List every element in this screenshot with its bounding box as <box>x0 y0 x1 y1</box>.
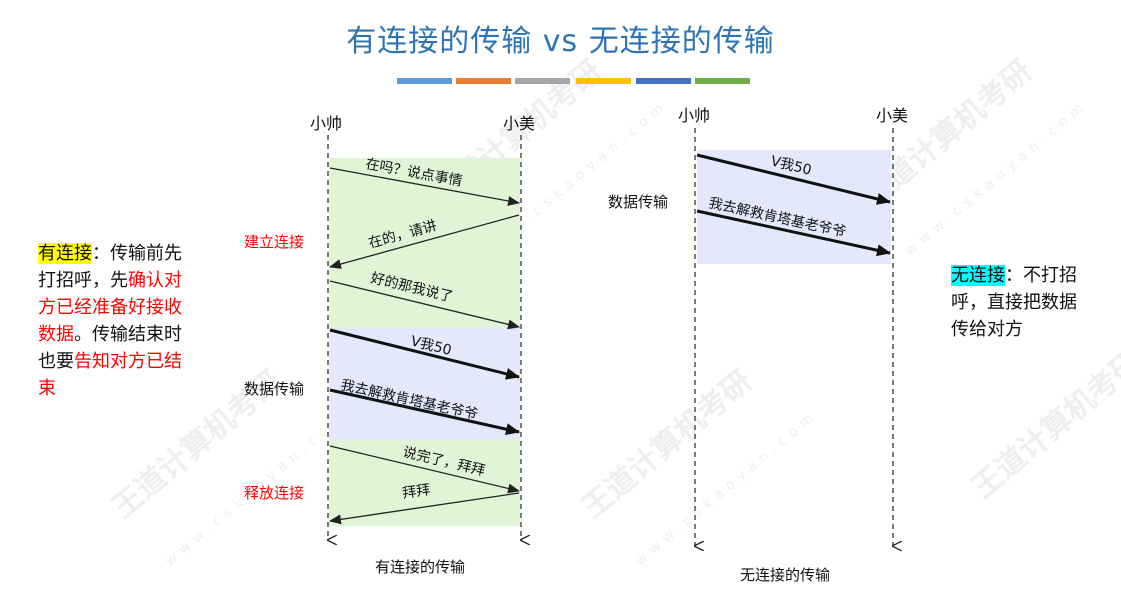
description-text: 传输前先打招呼，先 <box>38 243 182 291</box>
message-arrow <box>696 153 891 205</box>
description-text: 。传输结束时也要 <box>38 324 182 372</box>
connected-caption: 有连接的传输 <box>375 558 466 576</box>
message-arrow <box>329 445 520 494</box>
message-arrow <box>329 214 520 269</box>
message-arrow <box>329 388 520 436</box>
color-bar-segment <box>397 78 452 84</box>
connectionless-heading: 无连接 <box>951 265 1005 286</box>
sender-label: 小帅 <box>310 114 343 133</box>
message-arrow <box>329 167 520 206</box>
color-bar-segment <box>456 78 511 84</box>
heading-colon: ： <box>1005 265 1023 286</box>
description-emphasis: 告知对方已结束 <box>38 351 182 399</box>
message-arrow <box>329 280 520 330</box>
receiver-label: 小美 <box>503 114 536 133</box>
transfer-band <box>329 328 520 440</box>
connectionless-caption: 无连接的传输 <box>740 566 831 584</box>
color-bar-segment <box>695 78 750 84</box>
connected-heading: 有连接 <box>38 243 92 264</box>
page-title: 有连接的传输 vs 无连接的传输 <box>346 24 775 59</box>
connectionless-description: 无连接：不打招呼，直接把数据传给对方 <box>951 262 1091 343</box>
description-text: 不打招呼，直接把数据传给对方 <box>951 265 1077 340</box>
connected-description: 有连接：传输前先打招呼，先确认对方已经准备好接收数据。传输结束时也要告知对方已结… <box>38 240 196 402</box>
color-bar-segment <box>636 78 691 84</box>
description-emphasis: 确认对方已经准备好接收数据 <box>38 270 182 345</box>
receiver-label: 小美 <box>876 106 909 125</box>
heading-colon: ： <box>92 243 110 264</box>
phase-release-label: 释放连接 <box>244 484 305 502</box>
message-arrow <box>329 492 520 525</box>
phase-transfer-label: 数据传输 <box>244 380 305 398</box>
establish-band <box>329 158 520 328</box>
message-arrow <box>696 209 891 257</box>
phase-establish-label: 建立连接 <box>244 233 305 251</box>
message-label: 拜拜 <box>401 482 431 502</box>
sender-label: 小帅 <box>678 106 711 125</box>
color-bar-segment <box>576 78 631 84</box>
message-arrow <box>329 328 520 380</box>
color-bar-segment <box>515 78 570 84</box>
phase-transfer-label: 数据传输 <box>608 193 669 211</box>
